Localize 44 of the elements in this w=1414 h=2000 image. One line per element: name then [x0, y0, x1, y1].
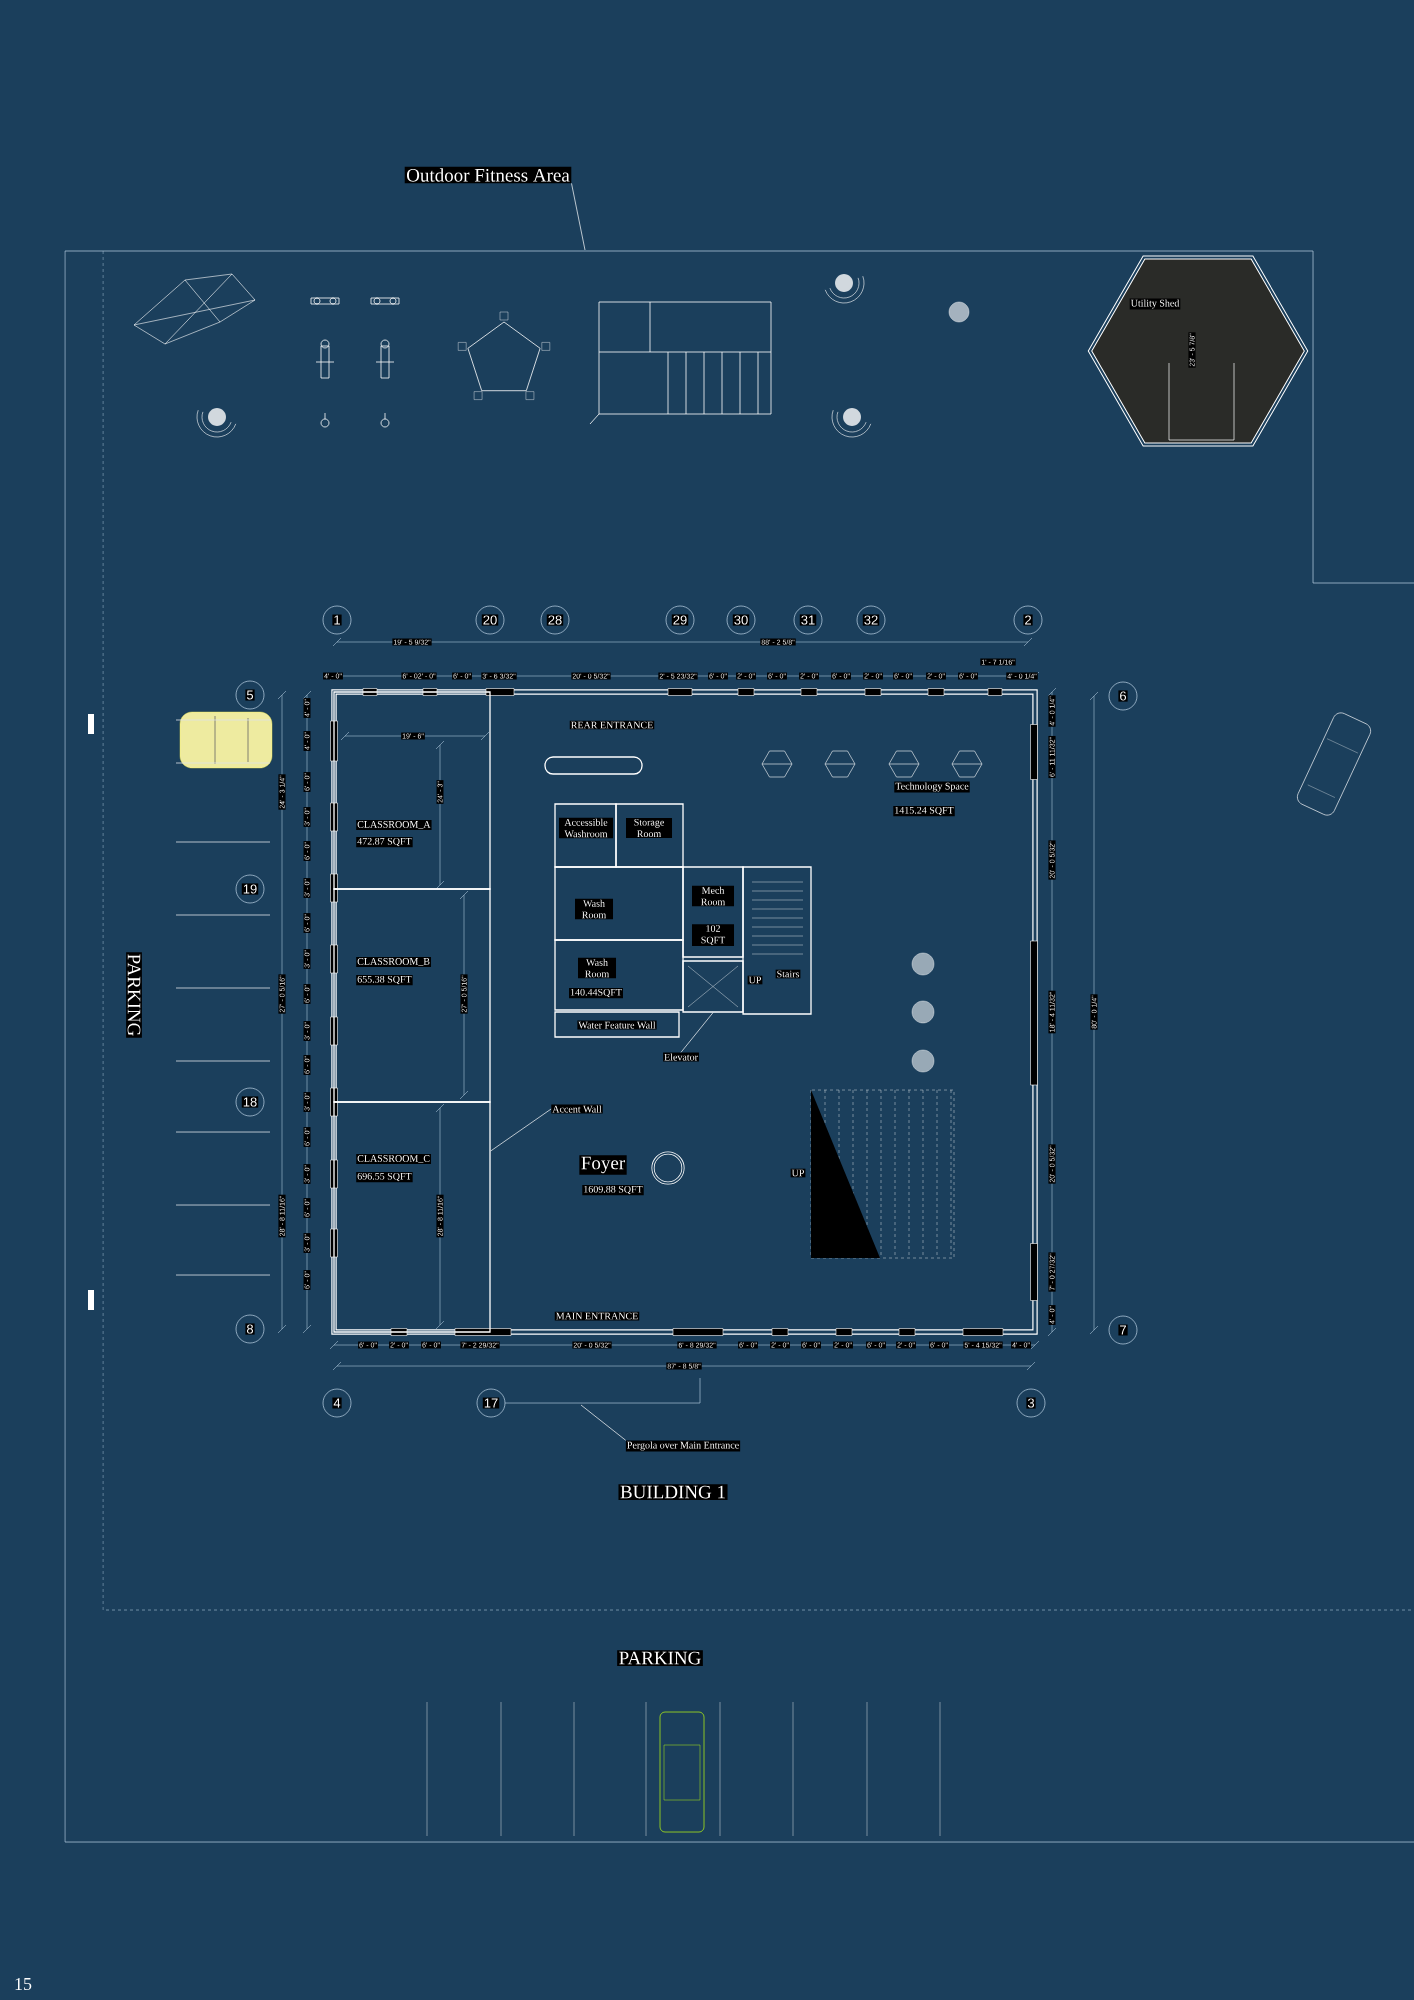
- washroom: Accessible Washroom: [554, 803, 617, 868]
- stair: UP Stairs: [742, 866, 812, 1015]
- washroom: Wash Room 140.44SQFT: [554, 939, 684, 1011]
- leader-line: [680, 1012, 714, 1053]
- leader-line: [490, 1108, 552, 1152]
- leader-label: Pergola over Main Entrance: [625, 1440, 741, 1452]
- room-label: REAR ENTRANCE: [569, 720, 655, 730]
- washroom: Wash Room: [554, 866, 684, 941]
- grid-bubble: 6: [1108, 681, 1138, 711]
- grid-bubble: 20: [475, 605, 505, 635]
- mechanical-room: Mech Room 102 SQFT: [682, 866, 744, 958]
- water-feature-wall: Water Feature Wall: [554, 1011, 680, 1038]
- leader-line: [580, 1404, 626, 1441]
- leader-line: [571, 183, 586, 251]
- heading: PARKING: [617, 1650, 703, 1666]
- grid-bubble: 32: [856, 605, 886, 635]
- room-label: MAIN ENTRANCE: [554, 1311, 640, 1321]
- grid-bubble: 18: [235, 1087, 265, 1117]
- heading: PARKING: [126, 952, 142, 1038]
- leader-label: Accent Wall: [551, 1104, 603, 1114]
- elevator-shaft: [682, 960, 744, 1013]
- grid-bubble: 29: [665, 605, 695, 635]
- grid-bubble: 5: [235, 680, 265, 710]
- room-label: 1415.24 SQFT: [893, 805, 955, 817]
- room-label: 1609.88 SQFT: [582, 1184, 644, 1196]
- grid-bubble: 2: [1013, 605, 1043, 635]
- grid-bubble: 19: [235, 874, 265, 904]
- grid-bubble: 8: [235, 1314, 265, 1344]
- grid-bubble: 17: [476, 1388, 506, 1418]
- oval-bench: [544, 756, 643, 775]
- heading: BUILDING 1: [618, 1484, 728, 1500]
- page-number: 15: [15, 1978, 32, 1991]
- grid-bubble: 7: [1108, 1315, 1138, 1345]
- leader-label: Elevator: [663, 1052, 699, 1062]
- grid-bubble: 4: [322, 1388, 352, 1418]
- grid-bubble: 30: [726, 605, 756, 635]
- grid-bubble: 1: [322, 605, 352, 635]
- room-label: UP: [790, 1168, 806, 1178]
- grid-bubble: 3: [1016, 1388, 1046, 1418]
- grid-bubble: 31: [793, 605, 823, 635]
- heading: Foyer: [579, 1155, 627, 1175]
- room-label: Technology Space: [894, 781, 970, 793]
- storage-room: Storage Room: [615, 803, 684, 868]
- grid-bubble: 28: [540, 605, 570, 635]
